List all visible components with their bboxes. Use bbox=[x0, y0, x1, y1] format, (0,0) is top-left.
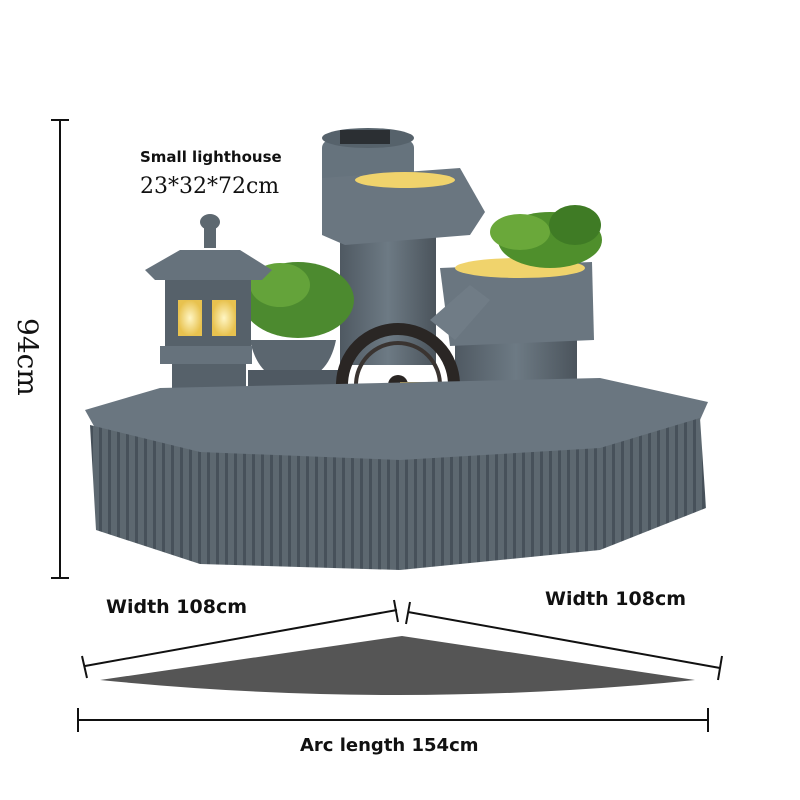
width-dimension-lines bbox=[81, 599, 723, 681]
height-dimension-line bbox=[51, 119, 69, 579]
fern-plant bbox=[490, 205, 602, 268]
arc-dimension-line bbox=[77, 708, 709, 732]
tall-millstone-pillar bbox=[322, 128, 485, 365]
lighthouse-title: Small lighthouse bbox=[140, 148, 282, 166]
footprint-shape bbox=[100, 636, 695, 695]
width-right-label: Width 108cm bbox=[545, 588, 687, 610]
lighthouse-dimensions: 23*32*72cm bbox=[140, 174, 280, 199]
arc-length-label: Arc length 154cm bbox=[300, 735, 479, 756]
height-label: 94cm bbox=[11, 318, 44, 396]
width-left-label: Width 108cm bbox=[106, 596, 248, 618]
ribbed-basin bbox=[90, 418, 706, 570]
basin-rim bbox=[85, 378, 708, 462]
